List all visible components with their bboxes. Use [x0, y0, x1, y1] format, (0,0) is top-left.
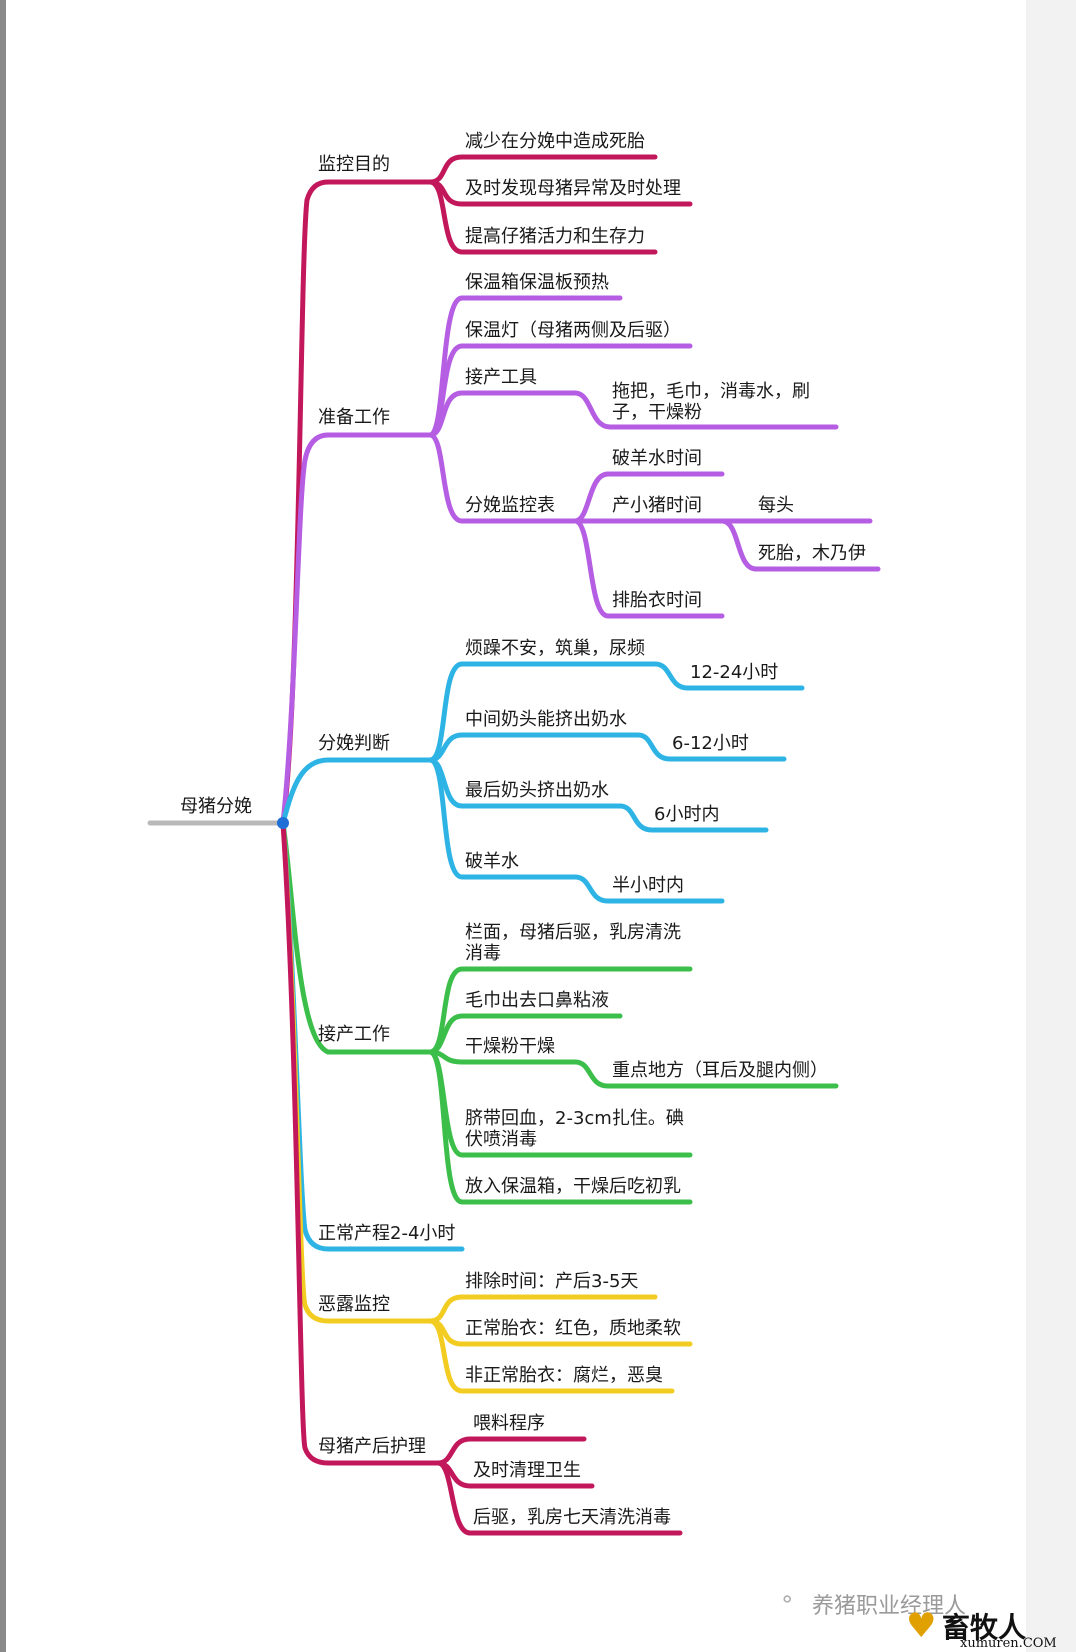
deliver-cord-line2: 伏喷消毒	[465, 1129, 537, 1150]
monitor-item: 提高仔猪活力和生存力	[465, 226, 645, 247]
connector-deliver-box	[427, 1049, 693, 1205]
connector-judge-1	[427, 661, 658, 763]
branch-lochia-label: 恶露监控	[318, 1294, 390, 1315]
connector-piglet-stillborn	[719, 518, 881, 572]
prepare-tools-label: 接产工具	[465, 367, 537, 388]
table-placenta: 排胎衣时间	[612, 590, 702, 611]
care-item: 喂料程序	[473, 1413, 545, 1434]
connector-judge-1-time	[652, 661, 805, 691]
hub-node	[277, 817, 289, 829]
wechat-icon: ⚬	[778, 1588, 797, 1613]
lochia-item: 非正常胎衣：腐烂，恶臭	[465, 1365, 663, 1386]
connector-prepare-tools	[427, 390, 578, 438]
connector-judge-4-time	[572, 874, 725, 904]
labels: 母猪分娩 监控目的 准备工作 分娩判断 接产工作 正常产程2-4小时 恶露监控 …	[180, 131, 866, 1528]
connector-prepare-table	[427, 432, 578, 524]
right-frame-bar	[1026, 0, 1076, 1652]
table-rupture: 破羊水时间	[612, 448, 702, 469]
prepare-tools-items-line2: 子，干燥粉	[612, 402, 702, 423]
deliver-dry-focus: 重点地方（耳后及腿内侧）	[612, 1060, 828, 1081]
branch-deliver-label: 接产工作	[318, 1024, 390, 1045]
mind-map: 母猪分娩 监控目的 准备工作 分娩判断 接产工作 正常产程2-4小时 恶露监控 …	[147, 131, 881, 1536]
piglet-each: 每头	[758, 495, 794, 516]
connector-monitor-3	[427, 179, 658, 255]
connector-care	[280, 820, 441, 1466]
heart-logo-icon: ♥	[906, 1606, 937, 1646]
connectors	[147, 154, 881, 1536]
prepare-table-label: 分娩监控表	[465, 495, 555, 516]
branch-judge-label: 分娩判断	[318, 733, 390, 754]
lochia-item: 正常胎衣：红色，质地柔软	[465, 1318, 681, 1339]
connector-lochia-3	[427, 1318, 675, 1394]
deliver-dry-label: 干燥粉干燥	[465, 1036, 555, 1057]
left-frame-bar	[0, 0, 6, 1652]
branch-prepare-label: 准备工作	[318, 407, 390, 428]
deliver-towel: 毛巾出去口鼻粘液	[465, 990, 609, 1011]
connector-judge-2-time	[635, 732, 787, 762]
lochia-item: 排除时间：产后3-5天	[465, 1271, 638, 1292]
prepare-tools-items-line1: 拖把，毛巾，消毒水，刷	[612, 381, 810, 402]
branch-normal-label: 正常产程2-4小时	[318, 1223, 455, 1244]
piglet-stillborn: 死胎，木乃伊	[758, 543, 866, 564]
connector-judge-4	[427, 757, 578, 880]
deliver-box: 放入保温箱，干燥后吃初乳	[465, 1176, 681, 1197]
deliver-clean-line2: 消毒	[465, 943, 501, 964]
connector-care-3	[435, 1460, 683, 1536]
prepare-preheat: 保温箱保温板预热	[465, 272, 609, 293]
deliver-cord-line1: 脐带回血，2-3cm扎住。碘	[465, 1108, 684, 1129]
judge-sign: 破羊水	[465, 851, 519, 872]
table-piglet-label: 产小猪时间	[612, 495, 702, 516]
connector-judge-2	[427, 732, 641, 763]
monitor-item: 及时发现母猪异常及时处理	[465, 178, 681, 199]
connector-dry-focus	[572, 1059, 839, 1089]
judge-time: 6小时内	[654, 804, 719, 825]
judge-sign: 最后奶头挤出奶水	[465, 780, 609, 801]
branch-monitor-label: 监控目的	[318, 154, 390, 175]
judge-time: 12-24小时	[690, 662, 778, 683]
connector-judge	[280, 757, 433, 826]
branch-care-label: 母猪产后护理	[318, 1436, 426, 1457]
connector-table-placenta	[572, 518, 725, 619]
root-label: 母猪分娩	[180, 796, 252, 817]
connector-tools-items	[572, 390, 839, 430]
judge-sign: 烦躁不安，筑巢，尿频	[465, 638, 645, 659]
connector-monitor	[280, 179, 433, 826]
connector-deliver	[280, 820, 433, 1055]
watermark-account: 养猪职业经理人	[812, 1594, 967, 1619]
connector-lochia	[280, 820, 433, 1324]
judge-time: 6-12小时	[672, 733, 749, 754]
judge-time: 半小时内	[612, 875, 684, 896]
watermark-domain: xumuren.COM	[960, 1636, 1057, 1651]
care-item: 及时清理卫生	[473, 1460, 581, 1481]
monitor-item: 减少在分娩中造成死胎	[465, 131, 645, 152]
watermark-brand: 畜牧人	[942, 1611, 1027, 1644]
prepare-lamp: 保温灯（母猪两侧及后驱）	[465, 320, 681, 341]
connector-prepare	[280, 432, 433, 826]
care-item: 后驱，乳房七天清洗消毒	[473, 1507, 671, 1528]
judge-sign: 中间奶头能挤出奶水	[465, 709, 627, 730]
connector-judge-3-time	[617, 803, 769, 833]
deliver-clean-line1: 栏面，母猪后驱，乳房清洗	[465, 922, 681, 943]
